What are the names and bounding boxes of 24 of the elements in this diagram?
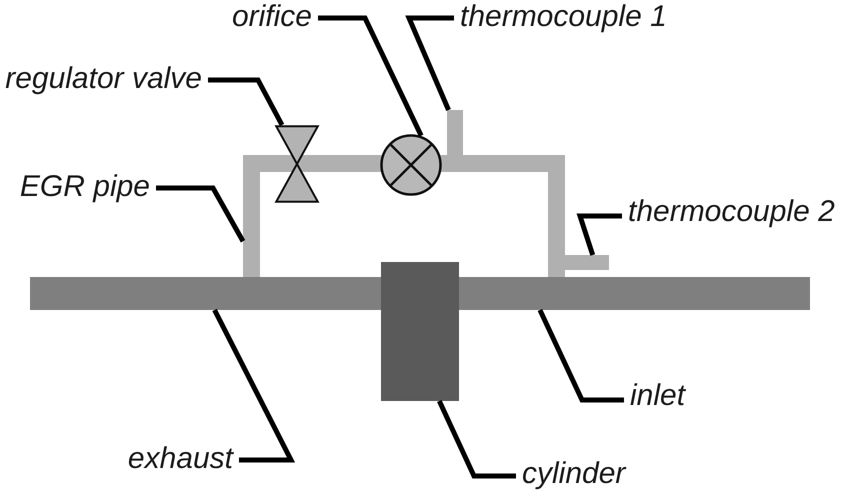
leader-line <box>208 78 284 126</box>
part-label: regulator valve <box>5 62 202 96</box>
thermocouple-stub <box>564 255 609 270</box>
leader-line <box>318 16 424 137</box>
thermocouple-stub <box>447 110 463 156</box>
leader-line <box>156 186 246 242</box>
valve-symbol <box>275 125 319 203</box>
part-label: orifice <box>232 0 312 34</box>
inlet-pipe <box>459 277 810 310</box>
part-label: thermocouple 1 <box>460 0 667 34</box>
part-label: cylinder <box>522 457 626 491</box>
exhaust-pipe <box>30 277 381 310</box>
part-label: EGR pipe <box>20 170 150 204</box>
leader-line <box>437 400 516 478</box>
part-label: exhaust <box>128 442 233 476</box>
leader-line <box>576 214 622 256</box>
part-label: thermocouple 2 <box>628 195 835 229</box>
egr-pipe <box>243 155 565 277</box>
leader-line <box>212 308 296 462</box>
part-label: inlet <box>630 379 686 413</box>
leader-line <box>538 308 624 402</box>
orifice-symbol <box>380 134 442 196</box>
leader-line <box>405 16 454 111</box>
cylinder-block <box>381 262 459 401</box>
